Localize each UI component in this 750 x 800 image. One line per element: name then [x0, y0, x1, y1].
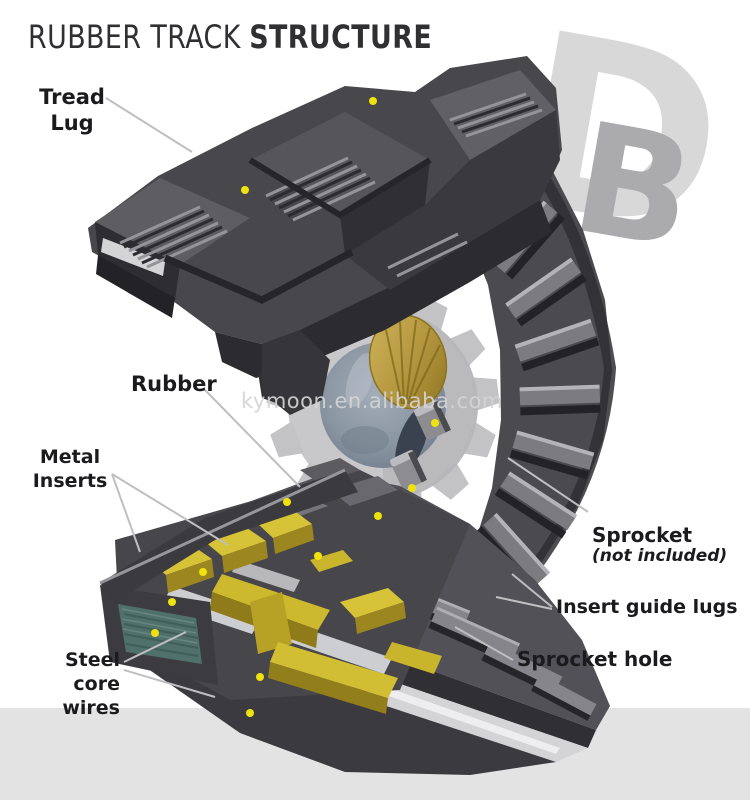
leader-metal-inserts-1 [111, 473, 141, 553]
label-sprocket-note: (not included) [592, 546, 728, 566]
cutaway-section [99, 458, 470, 714]
label-sprocket-hole: Sprocket hole [517, 647, 673, 671]
leader-tread-lug [105, 97, 193, 153]
tread-rib-stripes [119, 92, 543, 278]
tread-lug-band [88, 56, 562, 415]
leader-metal-inserts-2 [111, 473, 229, 546]
label-metal-inserts: Metal Inserts [32, 446, 108, 492]
label-tread-lug: Tread Lug [39, 85, 105, 136]
leader-guide-lugs-1 [511, 573, 553, 608]
title-part-2: STRUCTURE [249, 18, 433, 56]
site-watermark: kymoon.en.alibaba.com [241, 389, 503, 413]
leader-rubber [203, 388, 301, 488]
leader-sprocket [507, 457, 589, 513]
label-sprocket: Sprocket (not included) [592, 501, 727, 590]
label-sprocket-text: Sprocket [592, 523, 693, 547]
label-rubber: Rubber [131, 372, 217, 396]
leader-guide-lugs-2 [495, 596, 553, 610]
title-part-1: RUBBER TRACK [28, 18, 241, 56]
label-insert-guide-lugs: Insert guide lugs [556, 596, 738, 618]
label-steel-core-wires: Steel core wires [62, 649, 120, 719]
leader-sprocket-hole [454, 626, 514, 661]
leader-lines [105, 97, 589, 698]
marker-dots [151, 97, 439, 717]
leader-steel-core-1 [123, 631, 187, 663]
leader-steel-core-2 [123, 669, 216, 698]
